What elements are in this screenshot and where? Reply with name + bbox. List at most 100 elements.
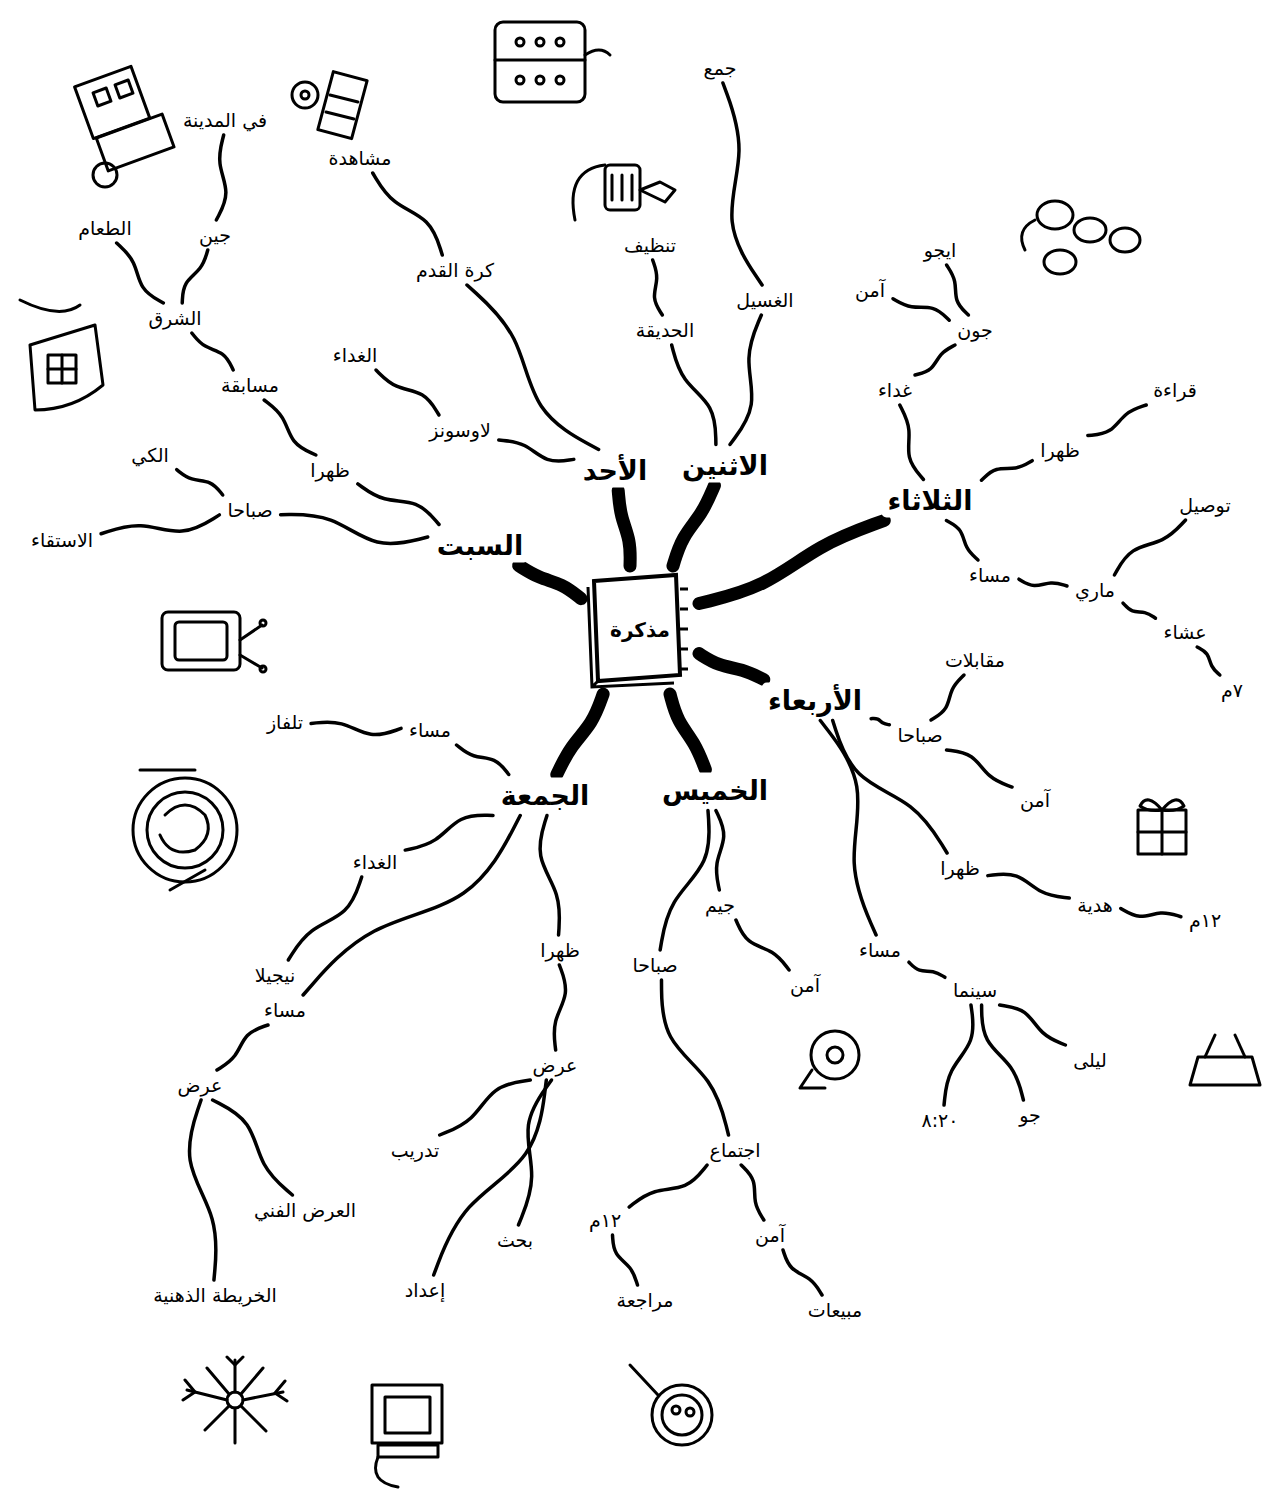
sub-branch [723, 83, 762, 285]
sub-branch [213, 1100, 293, 1195]
branch-label: الغسيل [731, 288, 798, 312]
branch-label: الخريطة الذهنية [148, 1283, 282, 1307]
balloons-icon [1074, 218, 1106, 242]
sub-branch [783, 1250, 822, 1295]
branch-label: ١٢م [1184, 908, 1226, 932]
branch-label: الحديقة [631, 318, 699, 342]
shop-sign-icon [1205, 1035, 1215, 1057]
sub-branch [660, 811, 709, 951]
branch-text: سينما [953, 979, 997, 1001]
branch-label: تنظيف [619, 233, 681, 257]
branch-text: آمن [755, 1224, 785, 1246]
sub-branch [833, 721, 947, 854]
sub-branch [1114, 520, 1185, 575]
iron-icon [30, 325, 103, 410]
building-icon [75, 66, 150, 138]
branch-label: آمن [1015, 788, 1055, 812]
laundry-icon [516, 76, 524, 84]
branch-text: توصيل [1179, 494, 1230, 516]
magnifier-icon [630, 1365, 658, 1395]
magnifier-icon [662, 1395, 702, 1435]
branch-label: تدريب [386, 1138, 444, 1162]
branch-label: مشاهدة [324, 146, 397, 170]
branch-text: صباحا [632, 954, 677, 976]
branch-label: قراءة [1148, 378, 1202, 402]
film-icon [318, 72, 367, 139]
neuron-icon [183, 1357, 287, 1443]
magnifier-icon [672, 1406, 680, 1414]
book-icon [594, 575, 680, 681]
sub-branch [1121, 909, 1181, 917]
branch-label: ليلى [1068, 1048, 1112, 1072]
branch-text: العرض الفني [254, 1199, 356, 1221]
branch-text: تلفاز [267, 711, 303, 733]
branch-label: في المدينة [178, 108, 272, 132]
sub-branch [988, 874, 1069, 898]
sub-branch [303, 816, 520, 996]
gift-icon [1138, 810, 1186, 854]
sub-branch [373, 173, 443, 255]
plate-icon [133, 770, 237, 890]
branch-text: الخريطة الذهنية [153, 1284, 277, 1306]
laundry-icon [536, 76, 544, 84]
iron-icon [61, 355, 64, 383]
vacuum-icon [631, 175, 634, 200]
branch-label: اجتماع [705, 1138, 766, 1162]
branch-label: بحث [492, 1228, 538, 1252]
computer-icon [372, 1385, 442, 1443]
gift-icon [1138, 800, 1186, 854]
sub-branch [1000, 1005, 1066, 1045]
central-topic: مذكرة [584, 569, 696, 691]
branch-text: اجتماع [710, 1139, 761, 1161]
sub-branch [944, 1005, 973, 1105]
sub-branch [117, 243, 164, 303]
magnifier-icon [630, 1365, 712, 1445]
sub-branch [982, 461, 1033, 480]
sub-branch [1088, 405, 1146, 435]
sub-branch [216, 135, 226, 220]
branch-label: الغداء [348, 850, 402, 874]
sub-branch [518, 1080, 551, 1225]
sub-branch [101, 515, 219, 534]
branch-label: آمن [785, 973, 825, 997]
branch-text: الأربعاء [768, 685, 862, 716]
laundry-icon [556, 38, 564, 46]
stopwatch-icon [811, 1031, 859, 1079]
branch-text: نيجيلا [255, 964, 295, 986]
branch-text: مساء [859, 939, 901, 961]
shop-sign-icon [1235, 1035, 1245, 1057]
branch-label: صباحا [222, 498, 277, 522]
branch-text: مساء [409, 719, 451, 741]
branch-label: جين [194, 223, 236, 247]
plate-icon [133, 778, 237, 882]
film-icon [292, 82, 318, 108]
branch-label: مساء [404, 718, 456, 742]
branch-label: ظهرا [305, 458, 355, 482]
tv-icon [240, 625, 262, 640]
branch-text: ليلى [1073, 1049, 1107, 1071]
main-branch [673, 486, 714, 567]
branch-label: صباحا [627, 953, 682, 977]
sub-branch [716, 811, 724, 891]
main-branch [557, 694, 603, 775]
sub-branch [405, 815, 493, 850]
branch-text: عرض [533, 1054, 578, 1076]
shop-sign-icon [1190, 1057, 1260, 1085]
branch-text: ظهرا [1040, 439, 1080, 461]
sub-branch [1123, 603, 1155, 618]
sub-branch [192, 333, 233, 370]
branch-label: غداء [873, 378, 917, 402]
book-icon [680, 589, 688, 669]
branch-label: ٨:٢٠ [916, 1108, 963, 1132]
branch-label: الطعام [73, 216, 136, 240]
magnifier-icon [686, 1408, 694, 1416]
stopwatch-icon [800, 1031, 859, 1088]
branch-text: الاثنين [682, 450, 768, 481]
branch-text: السبت [437, 530, 523, 561]
vacuum-icon [640, 182, 675, 202]
sub-branch [672, 345, 716, 445]
branch-text: الغداء [353, 851, 397, 873]
main-branch-label: الأحد [577, 453, 653, 488]
computer-icon [372, 1385, 442, 1487]
